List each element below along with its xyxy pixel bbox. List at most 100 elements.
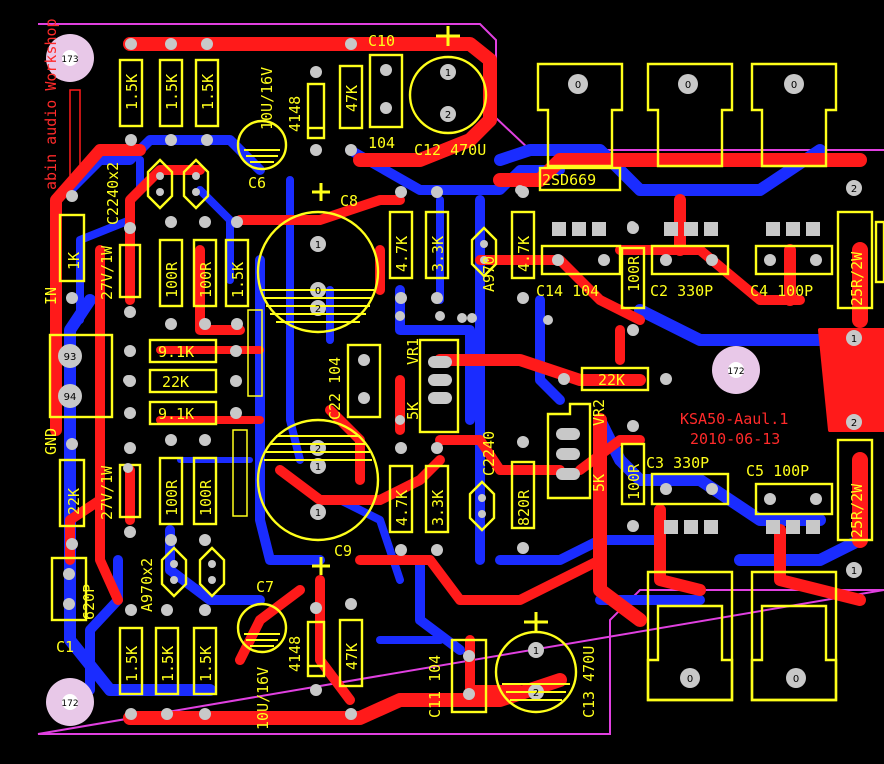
svg-text:1: 1 bbox=[851, 334, 857, 345]
resistor-r5-1k5: 1.5K bbox=[154, 604, 180, 720]
svg-text:C1: C1 bbox=[56, 638, 74, 656]
model-label: KSA50-Aaul.1 bbox=[680, 410, 788, 428]
svg-text:C2 330P: C2 330P bbox=[650, 282, 713, 300]
svg-text:C22 104: C22 104 bbox=[326, 357, 344, 420]
svg-text:C13 470U: C13 470U bbox=[580, 646, 598, 718]
svg-text:25R/2W: 25R/2W bbox=[848, 483, 866, 538]
svg-text:1: 1 bbox=[533, 646, 539, 657]
resistor-r-100r-b: 100R bbox=[192, 216, 218, 330]
svg-text:27V/1W: 27V/1W bbox=[98, 245, 116, 300]
mount-hole-bottom-left: 172 bbox=[46, 678, 94, 726]
svg-text:C14 104: C14 104 bbox=[536, 282, 599, 300]
power-transistor-e: 0 bbox=[750, 520, 838, 702]
svg-text:0: 0 bbox=[685, 80, 691, 91]
svg-text:172: 172 bbox=[727, 367, 744, 377]
resistor-r-100r-c: 100R bbox=[158, 434, 184, 546]
bar-upper bbox=[247, 309, 263, 397]
svg-text:27V/1W: 27V/1W bbox=[98, 465, 116, 520]
zener-top: 27V/1W bbox=[98, 222, 142, 318]
svg-text:2: 2 bbox=[851, 184, 857, 195]
svg-text:1.5K: 1.5K bbox=[229, 262, 247, 298]
capacitor-c14: C14 104 bbox=[536, 244, 622, 300]
capacitor-c1: 620P C1 bbox=[50, 556, 98, 656]
svg-text:C12 470U: C12 470U bbox=[414, 141, 486, 159]
io-gnd-label: GND bbox=[42, 428, 60, 455]
capacitor-c2: C2 330P bbox=[650, 244, 730, 300]
svg-text:1: 1 bbox=[851, 566, 857, 577]
date-label: 2010-06-13 bbox=[690, 430, 780, 448]
capacitor-c5: C5 100P bbox=[746, 462, 834, 516]
resistor-r-100r-d: 100R bbox=[192, 434, 218, 546]
svg-text:2SD669: 2SD669 bbox=[542, 171, 596, 189]
power-transistor-2sd669: 0 2SD669 bbox=[536, 62, 624, 236]
svg-text:2: 2 bbox=[315, 444, 321, 455]
resistor-r-25r-lower: 2 1 25R/2W bbox=[836, 414, 874, 578]
svg-text:25R/2W: 25R/2W bbox=[848, 251, 866, 306]
transistor-a970-b bbox=[198, 546, 226, 598]
capacitor-c13: 1 2 C13 470U bbox=[494, 612, 598, 718]
diode-4148-bottom: 4148 bbox=[286, 602, 326, 696]
capacitor-c11: C11 104 bbox=[426, 638, 488, 718]
bar-lower bbox=[232, 429, 248, 517]
resistor-r-47k-top: 47K bbox=[338, 38, 364, 156]
capacitor-c6: 10U/16V C6 bbox=[236, 67, 288, 192]
capacitor-c4: C4 100P bbox=[750, 244, 834, 300]
svg-text:1: 1 bbox=[315, 462, 321, 473]
resistor-r-3k3-upper: 3.3K bbox=[424, 186, 450, 304]
svg-text:0: 0 bbox=[687, 674, 693, 685]
svg-text:22K: 22K bbox=[65, 488, 83, 515]
capacitor-c8: 1 0 2 C8 bbox=[256, 183, 380, 334]
resistor-r-22k-mid: 22K bbox=[124, 368, 242, 394]
resistor-r-22k-left: 22K bbox=[58, 438, 86, 550]
resistor-r-820r: 820R bbox=[510, 436, 536, 554]
svg-text:1.5K: 1.5K bbox=[123, 74, 141, 110]
svg-text:VR2: VR2 bbox=[590, 399, 608, 426]
svg-text:C6: C6 bbox=[248, 174, 266, 192]
svg-text:1K: 1K bbox=[65, 252, 83, 270]
svg-text:100R: 100R bbox=[197, 479, 215, 516]
svg-text:C10: C10 bbox=[368, 32, 395, 50]
svg-text:93: 93 bbox=[64, 352, 77, 363]
potentiometer-vr2: VR2 5K bbox=[546, 399, 608, 500]
resistor-r6-1k5: 1.5K bbox=[192, 604, 218, 720]
resistor-r-4k7-upper: 4.7K bbox=[388, 186, 414, 304]
resistor-r-1k5-mid: 1.5K bbox=[224, 216, 250, 330]
svg-text:C2240: C2240 bbox=[480, 431, 498, 476]
svg-text:3.3K: 3.3K bbox=[429, 236, 447, 272]
resistor-r-4k7-lower: 4.7K bbox=[388, 442, 414, 556]
edge-component bbox=[874, 220, 884, 284]
resistor-r-100r-right-lower: 100R bbox=[620, 420, 646, 532]
mount-hole-mid-right: 172 bbox=[712, 346, 760, 394]
svg-text:620P: 620P bbox=[80, 584, 98, 620]
svg-text:10U/16V: 10U/16V bbox=[254, 667, 272, 730]
brand-label: abin audio Workshop bbox=[42, 18, 60, 190]
svg-text:1.5K: 1.5K bbox=[159, 646, 177, 682]
potentiometer-vr1: VR1 5K bbox=[404, 338, 460, 434]
capacitor-c10: C10 104 bbox=[368, 32, 404, 152]
capacitor-c12: 1 2 C12 470U bbox=[408, 26, 488, 159]
brand-box bbox=[69, 89, 81, 181]
resistor-r-25r-upper: 2 1 25R/2W bbox=[836, 180, 874, 346]
svg-text:1.5K: 1.5K bbox=[123, 646, 141, 682]
svg-text:0: 0 bbox=[793, 674, 799, 685]
svg-text:C5 100P: C5 100P bbox=[746, 462, 809, 480]
svg-text:5K: 5K bbox=[404, 402, 422, 420]
svg-text:4.7K: 4.7K bbox=[515, 236, 533, 272]
svg-text:22K: 22K bbox=[162, 373, 189, 391]
svg-text:22K: 22K bbox=[598, 371, 625, 389]
resistor-r1-1k5: 1.5K bbox=[118, 38, 144, 146]
resistor-r-91k-bottom: 9.1K bbox=[124, 400, 242, 426]
svg-text:C4 100P: C4 100P bbox=[750, 282, 813, 300]
svg-text:C3 330P: C3 330P bbox=[646, 454, 709, 472]
svg-text:2: 2 bbox=[445, 110, 451, 121]
svg-text:0: 0 bbox=[315, 286, 321, 297]
resistor-r-100r-a: 100R bbox=[158, 216, 184, 330]
resistor-r-1k: 1K bbox=[58, 190, 86, 304]
label-c2240x2: C2240x2 bbox=[104, 162, 122, 225]
capacitor-c7: C7 10U/16V bbox=[236, 578, 288, 730]
resistor-r-3k3-lower: 3.3K bbox=[424, 442, 450, 556]
io-in-label: IN bbox=[42, 287, 60, 305]
svg-text:A970: A970 bbox=[480, 256, 498, 292]
capacitor-c3: C3 330P bbox=[646, 454, 730, 506]
